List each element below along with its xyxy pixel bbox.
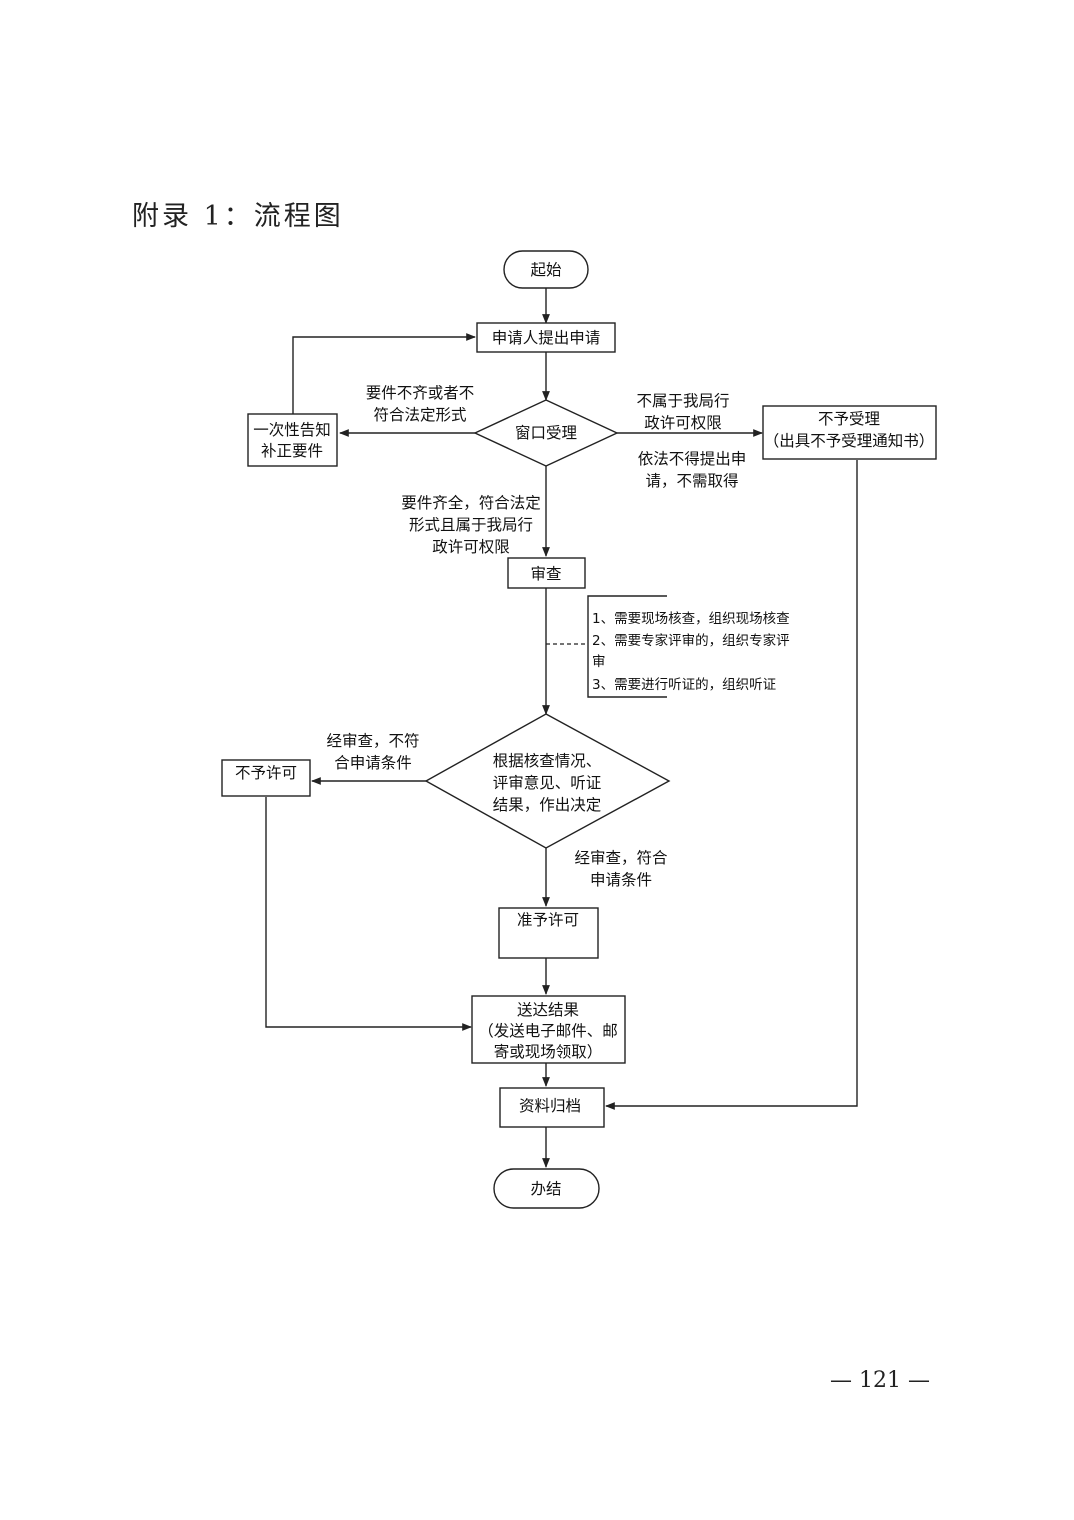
review-node: 审查 xyxy=(507,557,586,589)
review-label: 审查 xyxy=(530,565,561,583)
reject-acceptance-node: 不予受理 （出具不予受理通知书） xyxy=(762,405,937,460)
review-note-3: 3、需要进行听证的，组织听证 xyxy=(592,677,776,693)
notify-node: 一次性告知 补正要件 xyxy=(247,413,338,467)
edge-label-pass-review-2: 申请条件 xyxy=(590,871,652,889)
window-acceptance-node: 窗口受理 xyxy=(473,399,619,467)
edge-label-complete-3: 政许可权限 xyxy=(432,538,510,556)
review-notes-bracket xyxy=(587,595,667,698)
apply-label: 申请人提出申请 xyxy=(492,329,601,347)
notify-label-line-1: 一次性告知 xyxy=(253,421,331,439)
review-note-2-cont: 审 xyxy=(592,654,606,670)
archive-label: 资料归档 xyxy=(519,1097,581,1115)
start-node: 起始 xyxy=(503,250,589,289)
edge-label-complete-1: 要件齐全，符合法定 xyxy=(401,494,541,512)
deny-label: 不予许可 xyxy=(235,764,297,782)
review-notes: 1、需要现场核查，组织现场核查 2、需要专家评审的，组织专家评 审 3、需要进行… xyxy=(587,595,790,698)
decision-node: 根据核查情况、 评审意见、听证 结果，作出决定 xyxy=(424,713,671,849)
review-note-2: 2、需要专家评审的，组织专家评 xyxy=(592,632,790,649)
deliver-label-line-1: 送达结果 xyxy=(517,1001,579,1019)
archive-node: 资料归档 xyxy=(499,1087,605,1128)
edge-label-not-required-1: 依法不得提出申 xyxy=(638,450,747,468)
edge-label-incomplete-1: 要件不齐或者不 xyxy=(366,384,475,402)
edge-label-incomplete-2: 符合法定形式 xyxy=(373,406,466,424)
decision-label-line-2: 评审意见、听证 xyxy=(493,773,602,792)
deliver-label-line-2: （发送电子邮件、邮 xyxy=(478,1022,618,1040)
edge-labels: 要件不齐或者不 符合法定形式 不属于我局行 政许可权限 依法不得提出申 请，不需… xyxy=(326,384,746,889)
deliver-node: 送达结果 （发送电子邮件、邮 寄或现场领取） xyxy=(471,995,626,1064)
start-label: 起始 xyxy=(530,261,562,279)
decision-label-line-1: 根据核查情况、 xyxy=(493,752,602,770)
deliver-label-line-3: 寄或现场领取） xyxy=(494,1043,603,1061)
arrow-deny-to-deliver xyxy=(265,797,472,1031)
edge-label-fail-review-1: 经审查，不符 xyxy=(326,732,419,750)
decision-label-line-3: 结果，作出决定 xyxy=(493,796,602,814)
reject-acceptance-label-line-2: （出具不予受理通知书） xyxy=(764,432,935,450)
edge-label-not-required-2: 请，不需取得 xyxy=(645,472,738,490)
reject-acceptance-label-line-1: 不予受理 xyxy=(818,410,880,428)
edge-label-pass-review-1: 经审查，符合 xyxy=(574,849,668,867)
end-label: 办结 xyxy=(530,1180,561,1198)
edge-label-not-authority-2: 政许可权限 xyxy=(644,414,722,432)
page-title: 附录 1：流程图 xyxy=(132,201,344,232)
arrow-reject-to-archive xyxy=(605,460,858,1110)
window-acceptance-label: 窗口受理 xyxy=(515,424,577,442)
grant-node: 准予许可 xyxy=(498,907,599,959)
arrow-notify-to-apply xyxy=(292,333,476,414)
grant-label: 准予许可 xyxy=(517,911,579,929)
connectors xyxy=(265,288,858,1168)
notify-label-line-2: 补正要件 xyxy=(261,442,323,460)
review-note-1: 1、需要现场核查，组织现场核查 xyxy=(592,611,790,627)
edge-label-fail-review-2: 合申请条件 xyxy=(334,754,412,772)
apply-node: 申请人提出申请 xyxy=(476,322,616,353)
edge-label-complete-2: 形式且属于我局行 xyxy=(409,516,533,534)
edge-label-not-authority-1: 不属于我局行 xyxy=(636,392,729,410)
end-node: 办结 xyxy=(493,1168,600,1209)
page-number: — 121 — xyxy=(830,1368,930,1393)
deny-node: 不予许可 xyxy=(221,759,311,797)
